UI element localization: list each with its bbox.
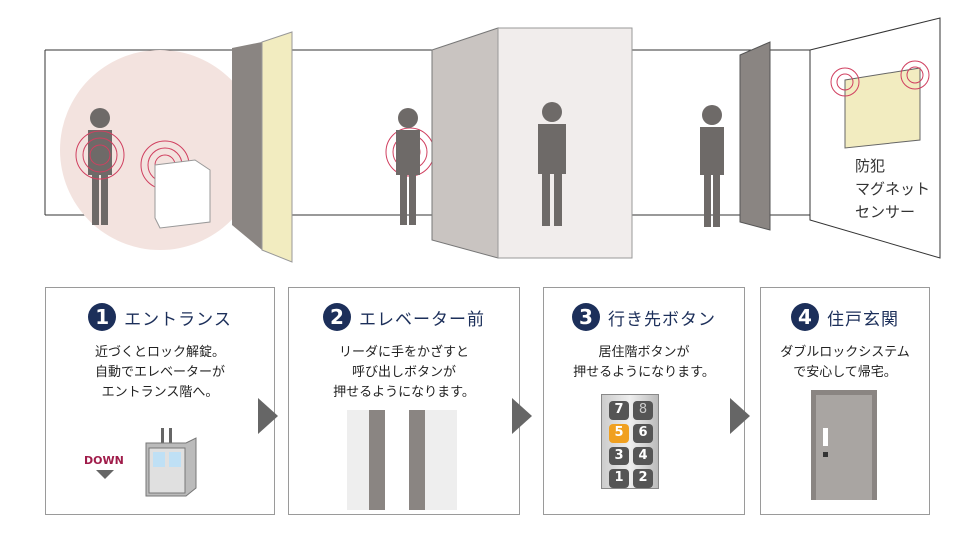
step-number: 1	[88, 303, 117, 331]
step-title: 行き先ボタン	[608, 309, 716, 330]
entrance-glass-door	[261, 31, 293, 263]
next-arrow-icon	[730, 398, 750, 434]
step-description: リーダに手をかざすと 呼び出しボタンが 押せるようになります。	[333, 345, 475, 400]
step-panel-residence-door: 4 住戸玄関 ダブルロックシステム で安心して帰宅。	[760, 287, 930, 515]
next-arrow-icon	[258, 398, 278, 434]
sensor-label-line: マグネット	[855, 180, 931, 198]
key-5-highlighted: 5	[609, 423, 629, 443]
door-icon	[811, 390, 877, 500]
person-icon	[538, 102, 566, 226]
person-icon	[700, 105, 724, 227]
step-number: 2	[323, 303, 351, 331]
step-panel-elevator-hall: 2 エレベーター前 リーダに手をかざすと 呼び出しボタンが 押せるようになります。	[288, 287, 520, 515]
person-icon	[88, 108, 112, 225]
step-description: 居住階ボタンが 押せるようになります。	[573, 345, 715, 380]
elevator-doors-icon	[347, 410, 457, 510]
key-4: 4	[633, 446, 653, 466]
down-arrow-icon	[96, 470, 114, 479]
key-7: 7	[609, 401, 629, 420]
person-icon	[396, 108, 420, 225]
entrance-door-frame	[232, 42, 262, 250]
down-label: DOWN	[84, 454, 124, 467]
step-panel-destination-button: 3 行き先ボタン 居住階ボタンが 押せるようになります。 7 8 5 6 3 4 …	[543, 287, 745, 515]
step-description: 近づくとロック解錠。 自動でエレベーターが エントランス階へ。	[94, 345, 225, 400]
step-description: ダブルロックシステム で安心して帰宅。	[780, 345, 910, 380]
residence-door	[739, 41, 771, 231]
step-number: 4	[791, 303, 819, 331]
step-title: エレベーター前	[359, 309, 485, 330]
step-title: 住戸玄関	[827, 309, 899, 330]
scene-illustration	[44, 17, 941, 263]
magnet-sensor-icon	[830, 60, 930, 97]
sensor-label: 防犯 マグネット センサー	[855, 155, 930, 224]
sensor-label-line: 防犯	[855, 157, 886, 175]
step-panel-entrance: 1 エントランス 近づくとロック解錠。 自動でエレベーターが エントランス階へ。	[45, 287, 275, 515]
key-3: 3	[609, 446, 629, 466]
keypad: 7 8 5 6 3 4 1 2	[601, 394, 659, 489]
step-number: 3	[572, 303, 600, 331]
next-arrow-icon	[512, 398, 532, 434]
sensor-label-line: センサー	[855, 203, 916, 221]
key-8: 8	[633, 401, 653, 420]
elevator-doors	[431, 27, 499, 259]
key-2: 2	[633, 469, 653, 488]
key-6: 6	[633, 423, 653, 443]
elevator-icon	[145, 428, 197, 497]
reader-stand	[154, 159, 211, 229]
window	[844, 67, 921, 149]
key-1: 1	[609, 469, 629, 488]
step-title: エントランス	[124, 309, 232, 330]
